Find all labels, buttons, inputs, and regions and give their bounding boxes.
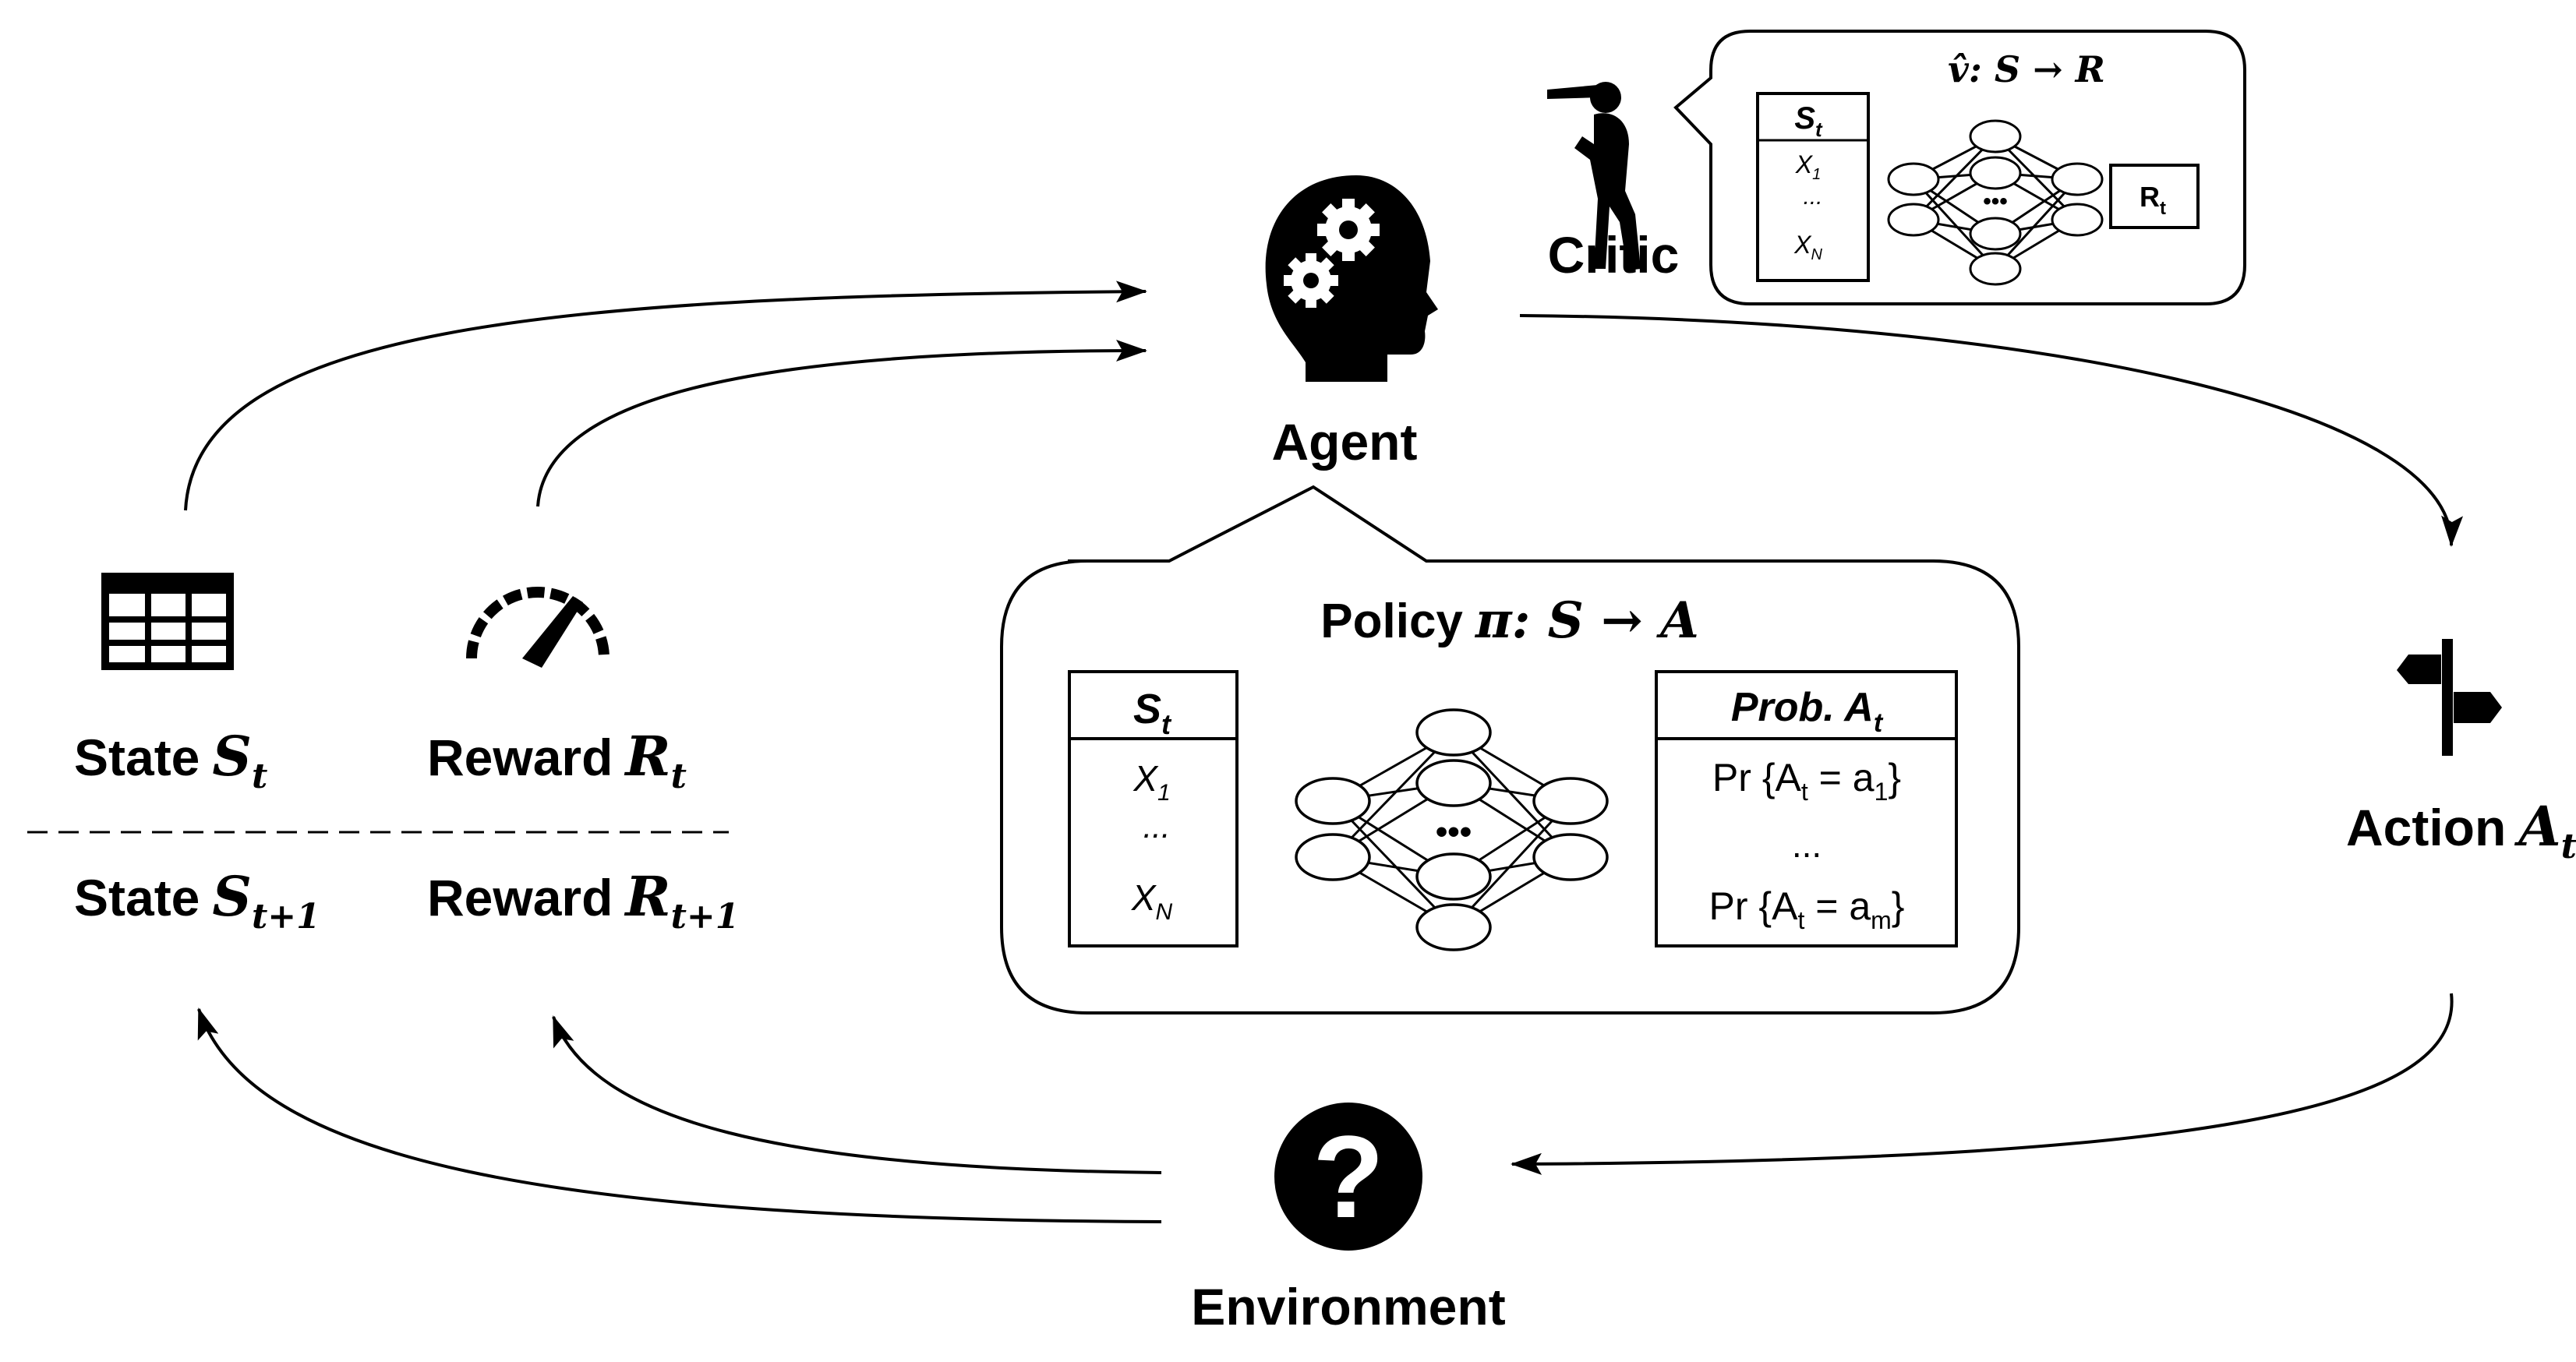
policy-input-xn: XN	[1131, 877, 1173, 925]
policy-input-x1: X1	[1133, 758, 1170, 806]
head-gears-icon	[1265, 175, 1438, 382]
environment-label: Environment	[1191, 1278, 1505, 1336]
policy-output-header: Prob. At	[1731, 685, 1884, 738]
table-grid-icon	[101, 573, 234, 670]
critic-title: v̂: S → R	[1948, 48, 2105, 90]
agent-label: Agent	[1272, 413, 1418, 471]
svg-text:?: ?	[1313, 1111, 1384, 1242]
question-circle-icon: ?	[1274, 1103, 1422, 1251]
arrow-state-to-agent	[184, 281, 1147, 511]
arrow-reward-to-agent	[536, 340, 1147, 507]
policy-output-ellipsis: ...	[1792, 824, 1822, 865]
policy-output-row1: Pr {At = a1}	[1712, 756, 1901, 806]
critic-input-table	[1756, 92, 1870, 282]
person-telescope-icon	[1547, 82, 1641, 270]
critic-output-label: Rt	[2140, 181, 2166, 219]
critic-output-box	[2109, 164, 2200, 229]
svg-text:•••: •••	[1983, 189, 2008, 214]
arrow-environment-to-reward	[552, 1015, 1162, 1174]
critic-input-xn: XN	[1793, 231, 1822, 263]
policy-input-table	[1068, 670, 1239, 947]
critic-label: Critic	[1548, 226, 1680, 284]
speedometer-icon	[466, 587, 610, 668]
policy-output-table	[1655, 670, 1958, 947]
policy-neural-network: •••	[1295, 708, 1609, 951]
critic-input-ellipsis: ...	[1803, 184, 1822, 210]
arrow-environment-to-state	[197, 1007, 1162, 1223]
policy-output-row3: Pr {At = am}	[1709, 884, 1905, 934]
arrow-action-to-environment	[1511, 993, 2454, 1175]
policy-input-header: St	[1133, 686, 1172, 740]
svg-text:•••: •••	[1436, 813, 1472, 851]
critic-input-x1: X1	[1795, 150, 1821, 183]
arrow-agent-to-action	[1519, 314, 2463, 547]
critic-neural-network: •••	[1887, 119, 2104, 286]
critic-input-header: St	[1794, 101, 1823, 141]
signpost-icon	[2397, 639, 2502, 756]
policy-input-ellipsis: ...	[1143, 808, 1170, 845]
